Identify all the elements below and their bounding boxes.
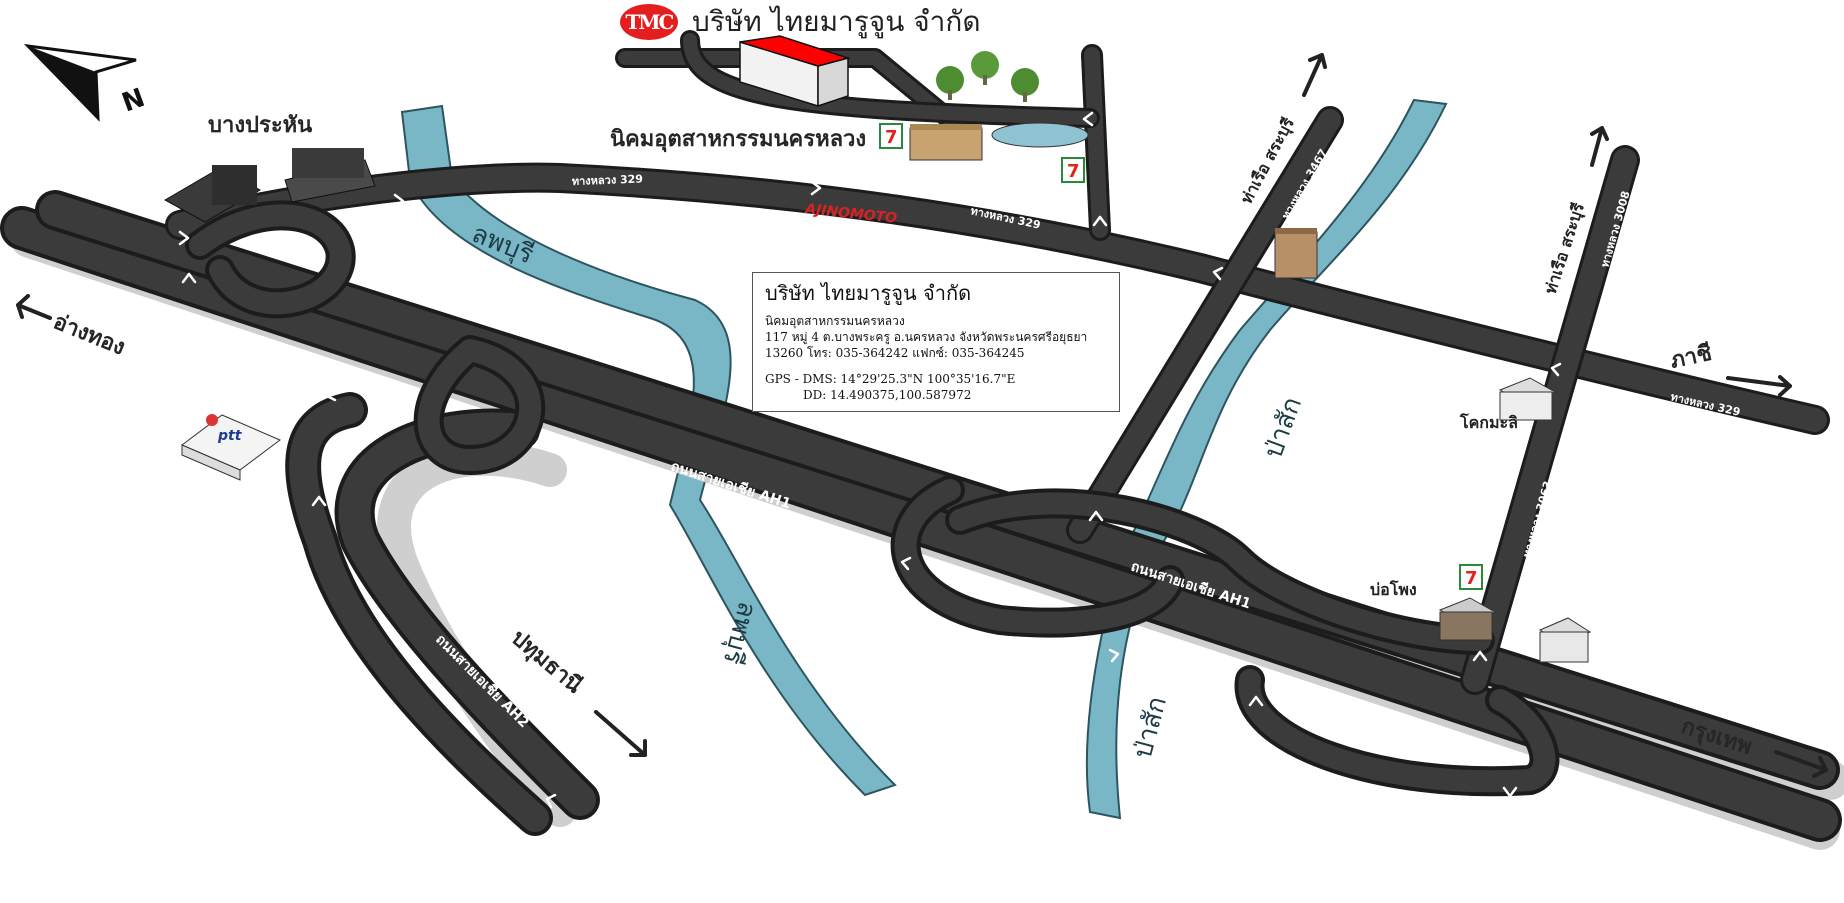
north-arrow: N xyxy=(23,43,149,122)
label-ang-thong: อ่างทอง xyxy=(50,309,129,360)
bo-phong-building xyxy=(1438,597,1497,641)
road-label-329-a: ทางหลวง 329 xyxy=(572,173,644,188)
label-bang-prahan: บางประหัน xyxy=(208,113,312,138)
info-title: บริษัท ไทยมารูจูน จำกัด xyxy=(765,281,972,305)
company-header: TMC บริษัท ไทยมารูจูน จำกัด xyxy=(620,2,981,42)
bang-prahan-buildings xyxy=(163,148,376,223)
info-address-2: 13260 โทร: 035-364242 แฟกซ์: 035-364245 xyxy=(765,346,1025,360)
estate-building xyxy=(909,124,983,161)
info-address-1: 117 หมู่ 4 ต.บางพระครู อ.นครหลวง จังหวัด… xyxy=(765,330,1088,344)
info-gps-dd: DD: 14.490375,100.587972 xyxy=(803,388,972,402)
ptt-logo: ptt xyxy=(217,428,243,444)
info-estate: นิคมอุตสาหกรรมนครหลวง xyxy=(765,314,905,328)
label-pathum-thani: ปทุมธานี xyxy=(506,625,587,699)
label-phachi: ภาชี xyxy=(1668,341,1714,374)
bldg-3467 xyxy=(1274,228,1318,279)
pond xyxy=(991,122,1089,148)
tmc-logo: TMC xyxy=(620,4,678,40)
address-info-box: บริษัท ไทยมารูจูน จำกัด นิคมอุตสาหกรรมนค… xyxy=(752,272,1120,412)
info-gps-dms: GPS - DMS: 14°29'25.3"N 100°35'16.7"E xyxy=(765,372,1016,386)
tmc-building xyxy=(739,35,851,108)
svg-text:7: 7 xyxy=(885,127,898,148)
label-estate: นิคมอุตสาหกรรมนครหลวง xyxy=(610,127,867,152)
seven-eleven-icon: 7 xyxy=(1459,564,1483,590)
khok-mali-building xyxy=(1498,377,1557,421)
seven-eleven-icon: 7 xyxy=(879,123,903,149)
direction-arrows xyxy=(16,53,1828,778)
road-arrows xyxy=(178,111,1772,854)
seven-eleven-icon: 7 xyxy=(1061,157,1085,183)
river-label-pasak-a: ป่าสัก xyxy=(1258,393,1308,462)
label-bo-phong: บ่อโพง xyxy=(1370,579,1417,599)
building-3063 xyxy=(1538,617,1592,663)
trees xyxy=(936,51,1039,102)
river-label-lopburi-b: ลพบุรี xyxy=(717,598,762,667)
svg-text:7: 7 xyxy=(1067,161,1080,182)
svg-text:7: 7 xyxy=(1465,568,1478,589)
compass-label: N xyxy=(118,83,149,119)
company-title: บริษัท ไทยมารูจูน จำกัด xyxy=(692,5,981,38)
pasak-river xyxy=(1085,98,1448,820)
ptt-station: ptt xyxy=(181,414,281,481)
river-label-pasak-b: ป่าสัก xyxy=(1128,693,1173,761)
label-khok-mali: โคกมะลิ xyxy=(1459,412,1518,432)
